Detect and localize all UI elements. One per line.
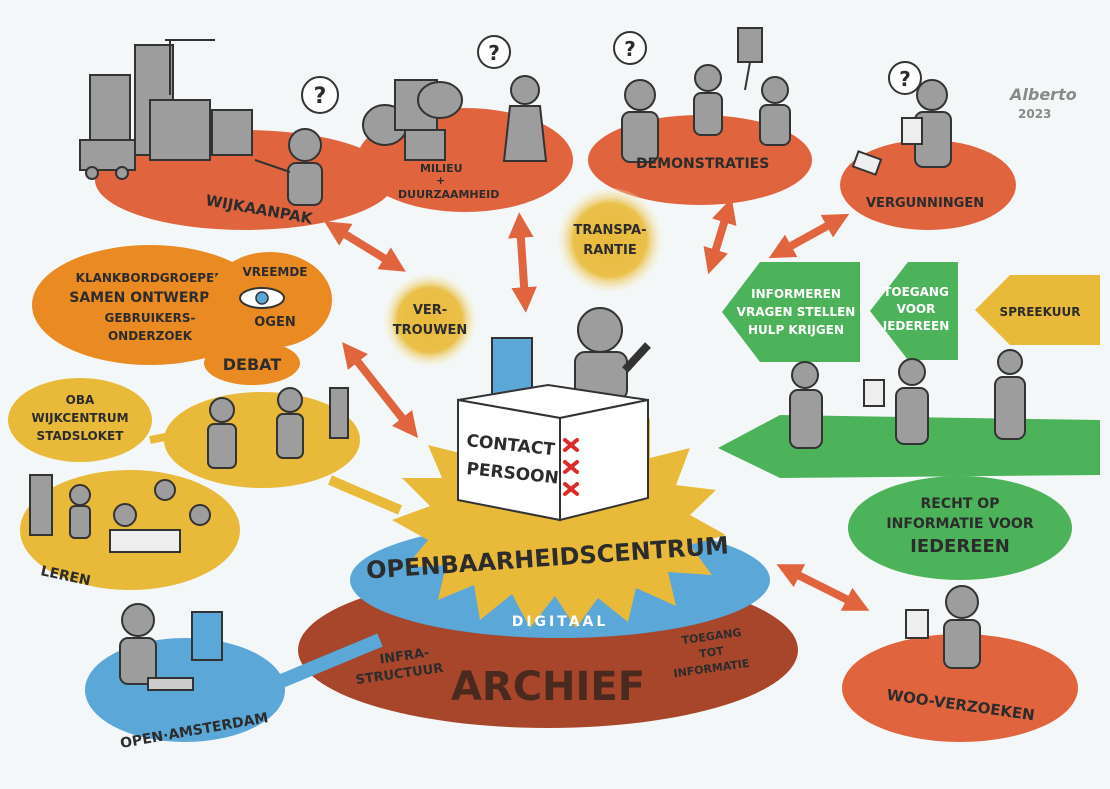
toegang-label-2: VOOR — [897, 302, 936, 316]
access-arrows-group: INFORMEREN VRAGEN STELLEN HULP KRIJGEN T… — [718, 262, 1100, 478]
debat-label: DEBAT — [223, 355, 282, 374]
classroom-icon — [29, 474, 211, 553]
recht-label-3: IEDEREEN — [910, 536, 1010, 557]
demonstraties-group: ? DEMONSTRATIES — [588, 27, 812, 205]
trash-pile-icon — [362, 79, 463, 161]
question-bubble-icon: ? — [477, 35, 511, 69]
toegang-label-3: IEDEREEN — [883, 319, 950, 333]
center-group: OPENBAARHEIDSCENTRUM DIGITAAL INFRA- STR… — [298, 395, 798, 728]
spreekuur-arrow — [975, 275, 1100, 345]
walking-people-icon — [789, 349, 1026, 449]
woman-icon — [502, 75, 548, 162]
informeren-label-2: VRAGEN STELLEN — [737, 305, 856, 319]
participation-ellipse — [32, 245, 268, 365]
arrow-vergunningen — [768, 213, 850, 259]
toegang-tot-label-2: TOT — [699, 644, 725, 660]
demonstraties-label: DEMONSTRATIES — [636, 156, 769, 172]
vergunningen-ellipse — [840, 140, 1016, 230]
vertrouwen-label-2: TROUWEN — [393, 323, 468, 338]
arrow-demonstraties — [703, 197, 737, 275]
digitaal-label: DIGITAAL — [512, 614, 609, 630]
oba-label: OBA — [66, 393, 95, 407]
participation-line-2: SAMEN ONTWERPEN — [69, 290, 231, 306]
informeren-label-3: HULP KRIJGEN — [748, 323, 844, 337]
person-with-document-icon — [905, 585, 981, 669]
milieu-group: ? MILIEU + DUURZAAMHEID — [357, 35, 573, 212]
participation-line-3: GEBRUIKERS- — [104, 311, 195, 325]
protesters-icon — [621, 27, 791, 163]
signature: Alberto 2023 — [1008, 85, 1077, 121]
recht-label-2: INFORMATIE VOOR — [886, 516, 1033, 532]
toegang-arrow — [870, 262, 958, 360]
monitor-icon — [491, 337, 533, 409]
vreemde-label: VREEMDE — [242, 265, 307, 279]
milieu-label-1: MILIEU — [420, 162, 463, 175]
recht-ellipse — [848, 476, 1072, 580]
vertrouwen-label-1: VER- — [413, 303, 447, 318]
desk-side — [559, 398, 649, 522]
question-bubble-icon: ? — [301, 76, 339, 114]
recht-label-1: RECHT OP — [921, 496, 1000, 512]
vergunningen-label: VERGUNNINGEN — [866, 196, 984, 211]
informeren-arrow — [722, 262, 860, 362]
participation-group: KLANKBORDGROEPEN SAMEN ONTWERPEN GEBRUIK… — [32, 245, 332, 385]
contact-desk: CONTACT PERSOON — [457, 307, 651, 522]
milieu-label-plus: + — [436, 174, 445, 187]
arrow-participation — [342, 341, 418, 439]
amsterdam-crosses-icon — [563, 438, 579, 496]
meeting-people-icon — [207, 387, 349, 469]
question-mark: ? — [899, 67, 911, 91]
wijkcentrum-label: WIJKCENTRUM — [31, 411, 128, 425]
toegang-label-1: TOEGANG — [883, 285, 949, 299]
question-mark: ? — [314, 84, 327, 109]
arrow-woo — [776, 564, 870, 611]
wijkaanpak-group: ? WIJKAANPAK — [79, 39, 395, 230]
transparantie-label-1: TRANSPA- — [574, 223, 647, 238]
recht-group: RECHT OP INFORMATIE VOOR IEDEREEN — [848, 476, 1072, 580]
signature-year: 2023 — [1018, 107, 1051, 121]
eye-icon — [239, 287, 285, 309]
question-bubble-icon: ? — [888, 61, 922, 95]
oba-ellipse — [8, 378, 152, 462]
woo-group: WOO-VERZOEKEN — [842, 585, 1078, 742]
milieu-label-2: DUURZAAMHEID — [398, 188, 499, 201]
person-waving-icon — [574, 307, 651, 401]
locations-group: OBA WIJKCENTRUM STADSLOKET LEREN — [8, 378, 402, 590]
question-bubble-icon: ? — [613, 31, 647, 65]
debat-ellipse — [204, 341, 300, 385]
transparantie-label-2: RANTIE — [583, 243, 637, 258]
signature-name: Alberto — [1008, 85, 1077, 104]
buildings-icon — [79, 39, 253, 180]
participation-line-4: ONDERZOEK — [108, 329, 193, 343]
question-mark: ? — [488, 41, 500, 65]
infra-label-1: INFRA- — [379, 646, 431, 668]
woo-ellipse — [842, 634, 1078, 742]
question-mark: ? — [624, 37, 636, 61]
open-amsterdam-group: OPEN·AMSTERDAM — [85, 603, 383, 752]
transparantie-circle: TRANSPA- RANTIE — [558, 188, 662, 292]
connector-line — [328, 475, 402, 515]
vertrouwen-circle: VER- TROUWEN — [384, 274, 476, 366]
connection-arrows — [324, 197, 870, 611]
person-at-computer-icon — [119, 603, 223, 691]
spreekuur-label: SPREEKUUR — [1000, 305, 1081, 319]
person-reading-icon — [851, 79, 952, 176]
participation-line-1: KLANKBORDGROEPEN — [76, 271, 225, 285]
arrow-milieu — [508, 212, 537, 313]
person-pointing-icon — [254, 128, 323, 206]
informeren-label-1: INFORMEREN — [751, 287, 841, 301]
archief-label: ARCHIEF — [451, 664, 645, 710]
vergunningen-group: ? VERGUNNINGEN — [840, 61, 1016, 230]
ogen-label: OGEN — [254, 315, 295, 330]
stadsloket-label: STADSLOKET — [37, 429, 125, 443]
arrow-wijkaanpak — [324, 221, 406, 272]
